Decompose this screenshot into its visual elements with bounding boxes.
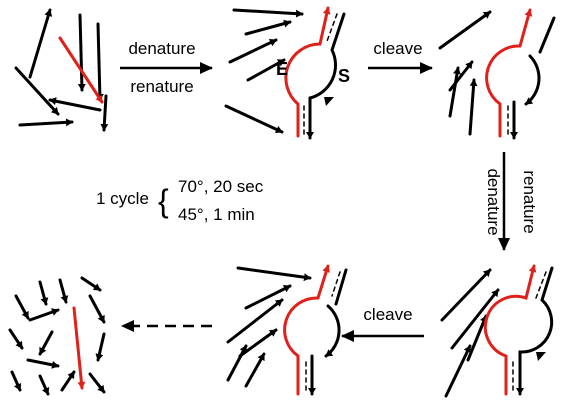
cleavage-site-marker: [324, 97, 334, 106]
dna-strand: [60, 370, 76, 392]
dna-strand: [88, 294, 106, 324]
substrate-label: S: [338, 66, 350, 86]
process-arrow-cleave-bottom: cleave: [341, 305, 424, 342]
dna-strand: [100, 94, 109, 132]
dna-strand: [246, 58, 286, 82]
dna-strand: [450, 288, 500, 350]
dna-strand: [28, 8, 53, 79]
dna-strand: [58, 278, 69, 304]
dna-strand: [468, 78, 478, 136]
process-arrow-denature-renature-vertical: denature renature: [484, 152, 539, 251]
panel-enzyme-substrate-complex: E S: [224, 6, 350, 140]
panel-single-strands: [14, 8, 109, 132]
enzyme-strand: [483, 264, 537, 396]
dna-strand: [238, 328, 278, 358]
panel-accumulated-products: [8, 276, 106, 396]
cycle-step-denature: 70°, 20 sec: [178, 177, 264, 196]
dna-strand: [48, 97, 102, 112]
enzyme-strand-free: [58, 36, 104, 104]
dna-strand: [95, 22, 104, 102]
enzyme-strand-free: [72, 306, 86, 390]
dna-strand: [438, 10, 492, 50]
substrate-fragment: [538, 16, 556, 54]
dna-strand: [95, 332, 106, 362]
dna-strand: [448, 66, 461, 118]
dna-strand: [236, 266, 312, 282]
dna-strand: [14, 66, 60, 116]
dna-strand: [26, 358, 60, 369]
cycle-brace: {: [158, 183, 169, 219]
process-arrow-cleave-top: cleave: [368, 39, 433, 74]
cycle-step-renature: 45°, 1 min: [178, 205, 255, 224]
dna-strand: [448, 60, 474, 92]
dna-strand: [10, 370, 22, 392]
panel-cleaved-complex-2: [226, 264, 348, 396]
dna-strand: [77, 13, 86, 92]
dna-strand: [38, 330, 54, 356]
dna-strand: [232, 8, 304, 18]
dna-strand: [226, 344, 248, 382]
enzyme-strand: [485, 8, 533, 138]
cleave-label-top: cleave: [373, 39, 422, 58]
denature-label-vertical: denature: [484, 168, 503, 235]
dna-strand: [444, 344, 472, 398]
dna-strand: [38, 374, 50, 396]
dna-strand: [28, 308, 60, 322]
dna-strand: [18, 118, 74, 127]
cleavage-site-marker: [536, 352, 546, 361]
dna-strand: [88, 372, 106, 394]
substrate-fragment: [334, 268, 348, 306]
substrate-fragment: [324, 304, 341, 358]
panel-cleaved-complex: [438, 8, 556, 140]
dna-strand: [244, 19, 292, 36]
process-arrow-denature-renature: denature renature: [120, 39, 213, 96]
dna-strand: [440, 268, 492, 322]
enzyme-label: E: [276, 59, 288, 79]
dna-strand: [14, 294, 30, 320]
cleave-label-bottom: cleave: [363, 305, 412, 324]
enzyme-strand: [283, 264, 331, 396]
dna-strand: [38, 280, 49, 306]
renature-label: renature: [130, 77, 193, 96]
substrate-strand: [306, 12, 346, 140]
renature-label-vertical: renature: [520, 170, 539, 233]
dna-strand: [8, 328, 24, 350]
enzyme-strand: [284, 6, 331, 138]
dna-strand: [226, 298, 284, 344]
denature-label: denature: [128, 39, 195, 58]
dna-strand: [244, 352, 266, 388]
dna-strand: [244, 284, 292, 310]
substrate-strand: [516, 266, 554, 396]
dna-strand: [228, 38, 278, 64]
substrate-fragment: [524, 54, 541, 106]
dna-strand: [80, 276, 102, 292]
panel-reformed-complex: [440, 264, 554, 398]
cycle-conditions: 1 cycle { 70°, 20 sec 45°, 1 min: [96, 177, 264, 224]
dna-strand: [224, 104, 284, 134]
cycle-label: 1 cycle: [96, 189, 149, 208]
